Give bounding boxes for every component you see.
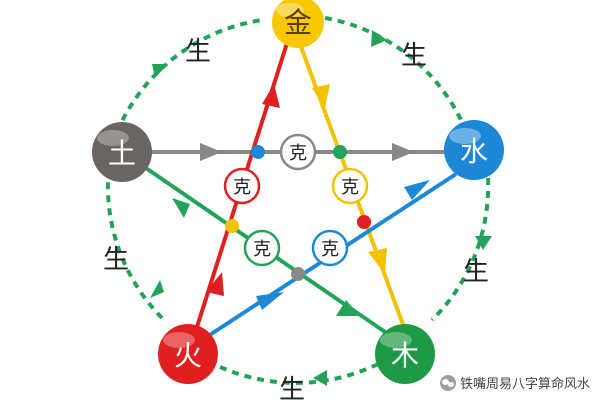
generate-arrowhead: [152, 64, 168, 78]
wechat-icon: [439, 374, 456, 391]
generate-label-wood-fire: 生: [279, 375, 305, 400]
arrowhead-gray: [200, 143, 222, 161]
arrowhead-blue: [256, 292, 284, 310]
intersection-dot: [251, 145, 265, 159]
generate-arrowhead: [475, 236, 492, 250]
node-label-fire: 火: [174, 339, 202, 372]
watermark-text: 铁嘴周易八字算命风水: [459, 377, 590, 392]
node-water: 水: [444, 120, 504, 180]
control-label-water-fire: 克: [321, 239, 339, 260]
intersection-dot: [333, 145, 347, 159]
watermark: 铁嘴周易八字算命风水: [439, 373, 590, 392]
node-label-earth: 土: [108, 137, 136, 170]
arrowhead-green: [336, 300, 360, 316]
node-metal: 金: [272, 0, 324, 48]
generate-arrowhead: [313, 370, 327, 386]
generate-label-earth-metal: 生: [185, 37, 211, 67]
control-label-fire-metal: 克: [233, 177, 251, 198]
control-label-wood-earth: 克: [253, 239, 271, 260]
generate-labels: 生 生 生 生 生: [103, 37, 489, 400]
control-star: [138, 39, 458, 342]
control-label-metal-wood: 克: [341, 177, 359, 198]
generate-arrowhead: [371, 30, 387, 47]
generate-arc-wood-fire: [217, 362, 379, 385]
generate-arc-fire-earth: [105, 179, 164, 320]
arrowhead-red: [262, 84, 280, 108]
arrowhead-yellow: [312, 84, 330, 108]
control-badges: 克 克 克 克 克: [223, 133, 369, 267]
generate-label-water-wood: 生: [463, 257, 489, 287]
node-label-water: 水: [460, 135, 488, 168]
node-wood: 木: [375, 324, 435, 384]
generate-cycle: [105, 16, 492, 386]
generate-label-metal-water: 生: [401, 41, 427, 71]
arrowhead-green: [172, 198, 190, 218]
generate-label-fire-earth: 生: [103, 245, 129, 275]
arrowhead-yellow: [368, 248, 387, 274]
generate-arc-water-wood: [430, 177, 491, 322]
generate-arc-metal-water: [324, 16, 464, 123]
generate-arrowhead: [150, 280, 164, 298]
node-fire: 火: [158, 324, 218, 384]
arrowhead-red: [206, 272, 224, 296]
node-earth: 土: [92, 122, 152, 182]
node-label-metal: 金: [284, 6, 312, 39]
intersection-dot: [225, 219, 239, 233]
node-label-wood: 木: [391, 339, 419, 372]
intersection-dot: [357, 215, 371, 229]
control-label-earth-water: 克: [289, 143, 307, 164]
arrowhead-blue: [404, 180, 430, 200]
arrowhead-gray: [392, 143, 414, 161]
intersection-dot: [291, 267, 305, 281]
generate-arc-earth-metal: [115, 18, 263, 133]
